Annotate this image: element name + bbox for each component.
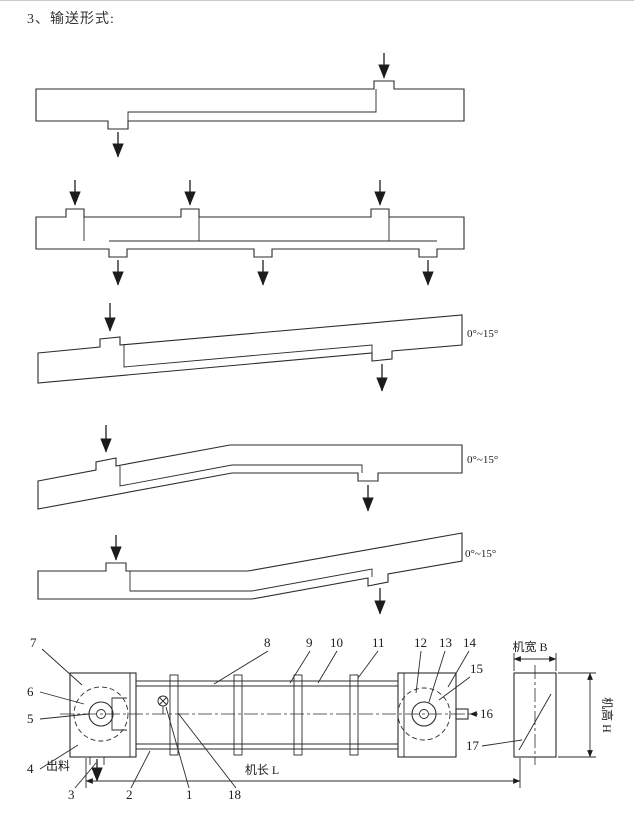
left-end-housing (69, 672, 137, 758)
machine-side-view: 出料 机长 L 7 6 (27, 635, 523, 802)
part-number-4: 4 (27, 761, 34, 776)
length-dimension-label: 机长 L (245, 763, 279, 777)
left-shaft-end (96, 709, 106, 719)
part-number-17: 17 (466, 738, 480, 753)
conveyor-form-1 (35, 53, 465, 158)
conveyor-form-2 (35, 180, 465, 286)
conveyor-outline (37, 314, 463, 384)
section-heading: 3、输送形式: (27, 12, 115, 27)
leader-line-4 (39, 744, 79, 770)
part-number-18: 18 (228, 787, 241, 802)
conveyor-outline (35, 208, 465, 258)
angle-label: 0°~15° (467, 454, 498, 466)
angle-label: 0°~15° (465, 548, 496, 560)
leader-line-2 (130, 750, 151, 789)
part-number-10: 10 (330, 635, 343, 650)
leader-line-13 (428, 650, 446, 703)
leader-line-7 (41, 648, 83, 686)
leader-line-8 (213, 650, 269, 685)
part-number-2: 2 (126, 787, 133, 802)
right-shaft-end (419, 709, 429, 719)
leader-line-17 (481, 739, 523, 747)
discharge-spout (89, 757, 105, 765)
trough-flange-band (349, 674, 359, 756)
conveyor-form-3: 0°~15° (37, 303, 498, 392)
conveyor-outline (37, 532, 463, 600)
conveyor-form-5: 0°~15° (37, 532, 496, 615)
conveyor-inner-line (127, 89, 377, 121)
part-number-5: 5 (27, 711, 34, 726)
conveyor-inner-line (119, 464, 363, 487)
conveyor-form-4: 0°~15° (37, 425, 498, 512)
conveyor-inner-line (123, 344, 373, 368)
part-number-7: 7 (30, 635, 37, 650)
conveyor-inner-line (83, 217, 437, 242)
part-number-13: 13 (439, 635, 452, 650)
trough-flange-band (293, 674, 303, 756)
part-number-1: 1 (186, 787, 193, 802)
part-number-3: 3 (68, 787, 75, 802)
right-bearing-bore (411, 701, 437, 727)
trough-outer-walls (136, 680, 398, 750)
right-bolt-circle-dashed (397, 687, 451, 741)
discharge-label: 出料 (46, 759, 70, 773)
part-number-12: 12 (414, 635, 427, 650)
part-number-8: 8 (264, 635, 271, 650)
width-dimension-label: 机宽 B (512, 639, 547, 654)
left-bearing-bracket (111, 697, 127, 731)
part-number-16: 16 (480, 706, 494, 721)
leader-line-9 (289, 650, 311, 684)
leader-line-10 (317, 650, 338, 684)
conveyor-inner-line (129, 568, 373, 592)
drive-shaft-stub (455, 708, 469, 720)
part-number-14: 14 (463, 635, 477, 650)
leader-line-1 (165, 706, 190, 789)
leader-line-15 (438, 676, 471, 701)
leader-line-12 (415, 650, 422, 694)
leader-line-18 (177, 712, 237, 789)
leader-line-6 (39, 691, 85, 705)
trough-flange-band (233, 674, 243, 756)
trough-flange-band (169, 674, 179, 756)
right-end-housing (397, 672, 457, 758)
length-extension-lines (85, 758, 521, 788)
leader-line-5 (39, 713, 90, 720)
leader-line-3 (74, 762, 97, 789)
part-number-15: 15 (470, 661, 483, 676)
hanger-bearing-cross (158, 696, 168, 714)
left-bolt-circle-dashed (73, 686, 129, 742)
angle-label: 0°~15° (467, 328, 498, 340)
end-view-diagonal (518, 693, 552, 751)
leader-line-14 (447, 650, 470, 688)
conveyor-outline (37, 444, 463, 510)
part-number-11: 11 (372, 635, 385, 650)
conveyor-outline (35, 80, 465, 130)
machine-end-view: 机宽 B 机高 H (512, 639, 615, 765)
trough-inner-walls (136, 685, 398, 745)
width-extension-lines (513, 653, 557, 671)
leader-line-11 (357, 650, 379, 679)
height-dimension-label: 机高 H (600, 697, 615, 733)
part-number-6: 6 (27, 684, 34, 699)
part-number-9: 9 (306, 635, 313, 650)
